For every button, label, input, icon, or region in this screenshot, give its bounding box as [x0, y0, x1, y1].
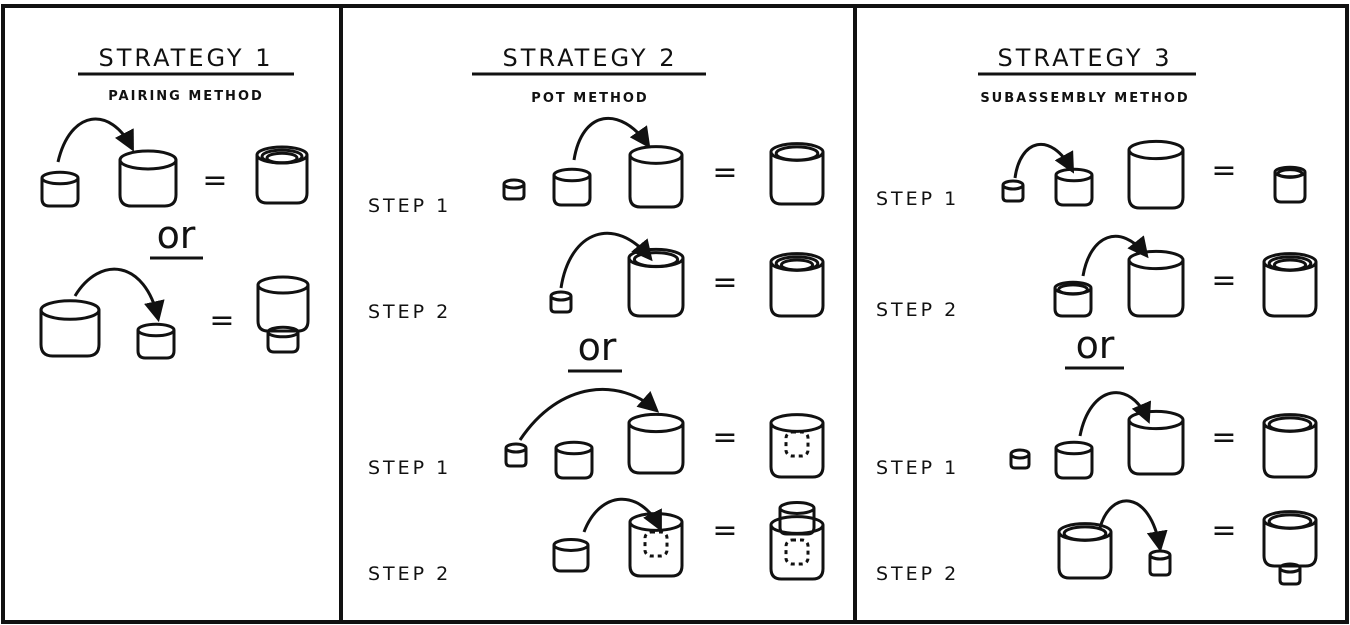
- nesting-cup-icon: [39, 299, 101, 358]
- move-arrow-icon: [572, 116, 651, 161]
- nesting-cup-icon: [1057, 522, 1113, 580]
- nesting-cup-icon: [627, 247, 685, 318]
- step-1-label: STEP 1: [368, 195, 451, 217]
- nesting-cup-icon: [1127, 139, 1185, 210]
- equals-sign: =: [712, 513, 737, 548]
- strategy-2-header: STRATEGY 2 POT METHOD: [472, 44, 706, 106]
- nesting-cup-icon: [1127, 409, 1185, 476]
- move-arrow-icon: [56, 117, 134, 163]
- equals-sign: =: [209, 303, 234, 338]
- strategy-1-labels: = or =: [150, 163, 235, 338]
- step-1-label: STEP 1: [876, 457, 959, 479]
- strategy-3-header: STRATEGY 3 SUBASSEMBLY METHOD: [978, 44, 1196, 106]
- equals-sign: =: [1211, 153, 1236, 188]
- nesting-cup-icon: [778, 501, 816, 536]
- strategy-3-subtitle: SUBASSEMBLY METHOD: [980, 91, 1189, 106]
- step-1-label: STEP 1: [876, 188, 959, 210]
- move-arrow-icon: [1081, 234, 1149, 277]
- move-arrow-icon: [1098, 499, 1168, 553]
- nesting-cup-icon: [1278, 562, 1302, 586]
- move-arrow-icon: [73, 267, 165, 323]
- or-label: or: [578, 325, 617, 369]
- nesting-cup-icon: [1054, 167, 1094, 207]
- nesting-cup-icon: [769, 413, 825, 479]
- equals-sign: =: [202, 163, 227, 198]
- nesting-cup-icon: [504, 442, 528, 468]
- cup-drawings: [39, 116, 1318, 586]
- step-2-label: STEP 2: [368, 301, 451, 323]
- nesting-cup-icon: [628, 145, 684, 209]
- nesting-cup-icon: [1053, 280, 1093, 318]
- step-2-label: STEP 2: [368, 563, 451, 585]
- strategy-2-title: STRATEGY 2: [503, 44, 678, 72]
- diagram-frame: [1, 4, 1349, 624]
- nesting-cup-icon: [118, 149, 178, 208]
- strategy-1-subtitle: PAIRING METHOD: [108, 89, 264, 104]
- nesting-cup-icon: [1273, 165, 1307, 204]
- nesting-cup-icon: [554, 440, 594, 480]
- strategy-3-title: STRATEGY 3: [998, 44, 1173, 72]
- nesting-cup-icon: [1262, 252, 1318, 318]
- nesting-cup-icon: [502, 178, 526, 201]
- step-1-label: STEP 1: [368, 457, 451, 479]
- nesting-cup-icon: [627, 412, 685, 475]
- strategy-2-labels: STEP 1 = STEP 2 = or STEP 1 = STEP 2 =: [368, 155, 738, 585]
- equals-sign: =: [712, 155, 737, 190]
- strategy-3-labels: STEP 1 = STEP 2 = or STEP 1 = STEP 2 =: [876, 153, 1237, 585]
- nesting-cup-icon: [769, 142, 825, 206]
- or-label: or: [157, 213, 196, 257]
- nesting-cup-icon: [256, 275, 310, 333]
- nesting-cup-icon: [1127, 249, 1185, 318]
- nesting-cup-icon: [1054, 440, 1094, 480]
- strategy-1-title: STRATEGY 1: [99, 44, 274, 72]
- move-arrow-icon: [559, 231, 653, 289]
- strategy-1-header: STRATEGY 1 PAIRING METHOD: [78, 44, 294, 104]
- nesting-cup-icon: [1009, 448, 1031, 470]
- equals-sign: =: [1211, 263, 1236, 298]
- equals-sign: =: [712, 420, 737, 455]
- nesting-cup-icon: [769, 252, 825, 318]
- nesting-cup-icon: [255, 145, 309, 205]
- strategy-2-subtitle: POT METHOD: [531, 91, 648, 106]
- step-2-label: STEP 2: [876, 563, 959, 585]
- nesting-cup-icon: [266, 325, 300, 354]
- or-label: or: [1076, 323, 1115, 367]
- nesting-cup-icon: [1262, 510, 1318, 568]
- nesting-cup-icon: [136, 322, 176, 360]
- equals-sign: =: [712, 265, 737, 300]
- equals-sign: =: [1211, 513, 1236, 548]
- equals-sign: =: [1211, 420, 1236, 455]
- move-arrow-icon: [518, 387, 660, 441]
- nesting-cup-icon: [549, 290, 573, 314]
- move-arrow-icon: [582, 497, 662, 533]
- nesting-cup-icon: [1148, 549, 1172, 577]
- step-2-label: STEP 2: [876, 299, 959, 321]
- nesting-cup-icon: [1262, 413, 1318, 479]
- nesting-cup-icon: [552, 538, 590, 573]
- nesting-cup-icon: [40, 170, 80, 208]
- nesting-cup-icon: [1001, 179, 1025, 203]
- move-arrow-icon: [1078, 391, 1152, 437]
- nesting-cup-icon: [552, 167, 592, 207]
- move-arrow-icon: [1013, 142, 1075, 179]
